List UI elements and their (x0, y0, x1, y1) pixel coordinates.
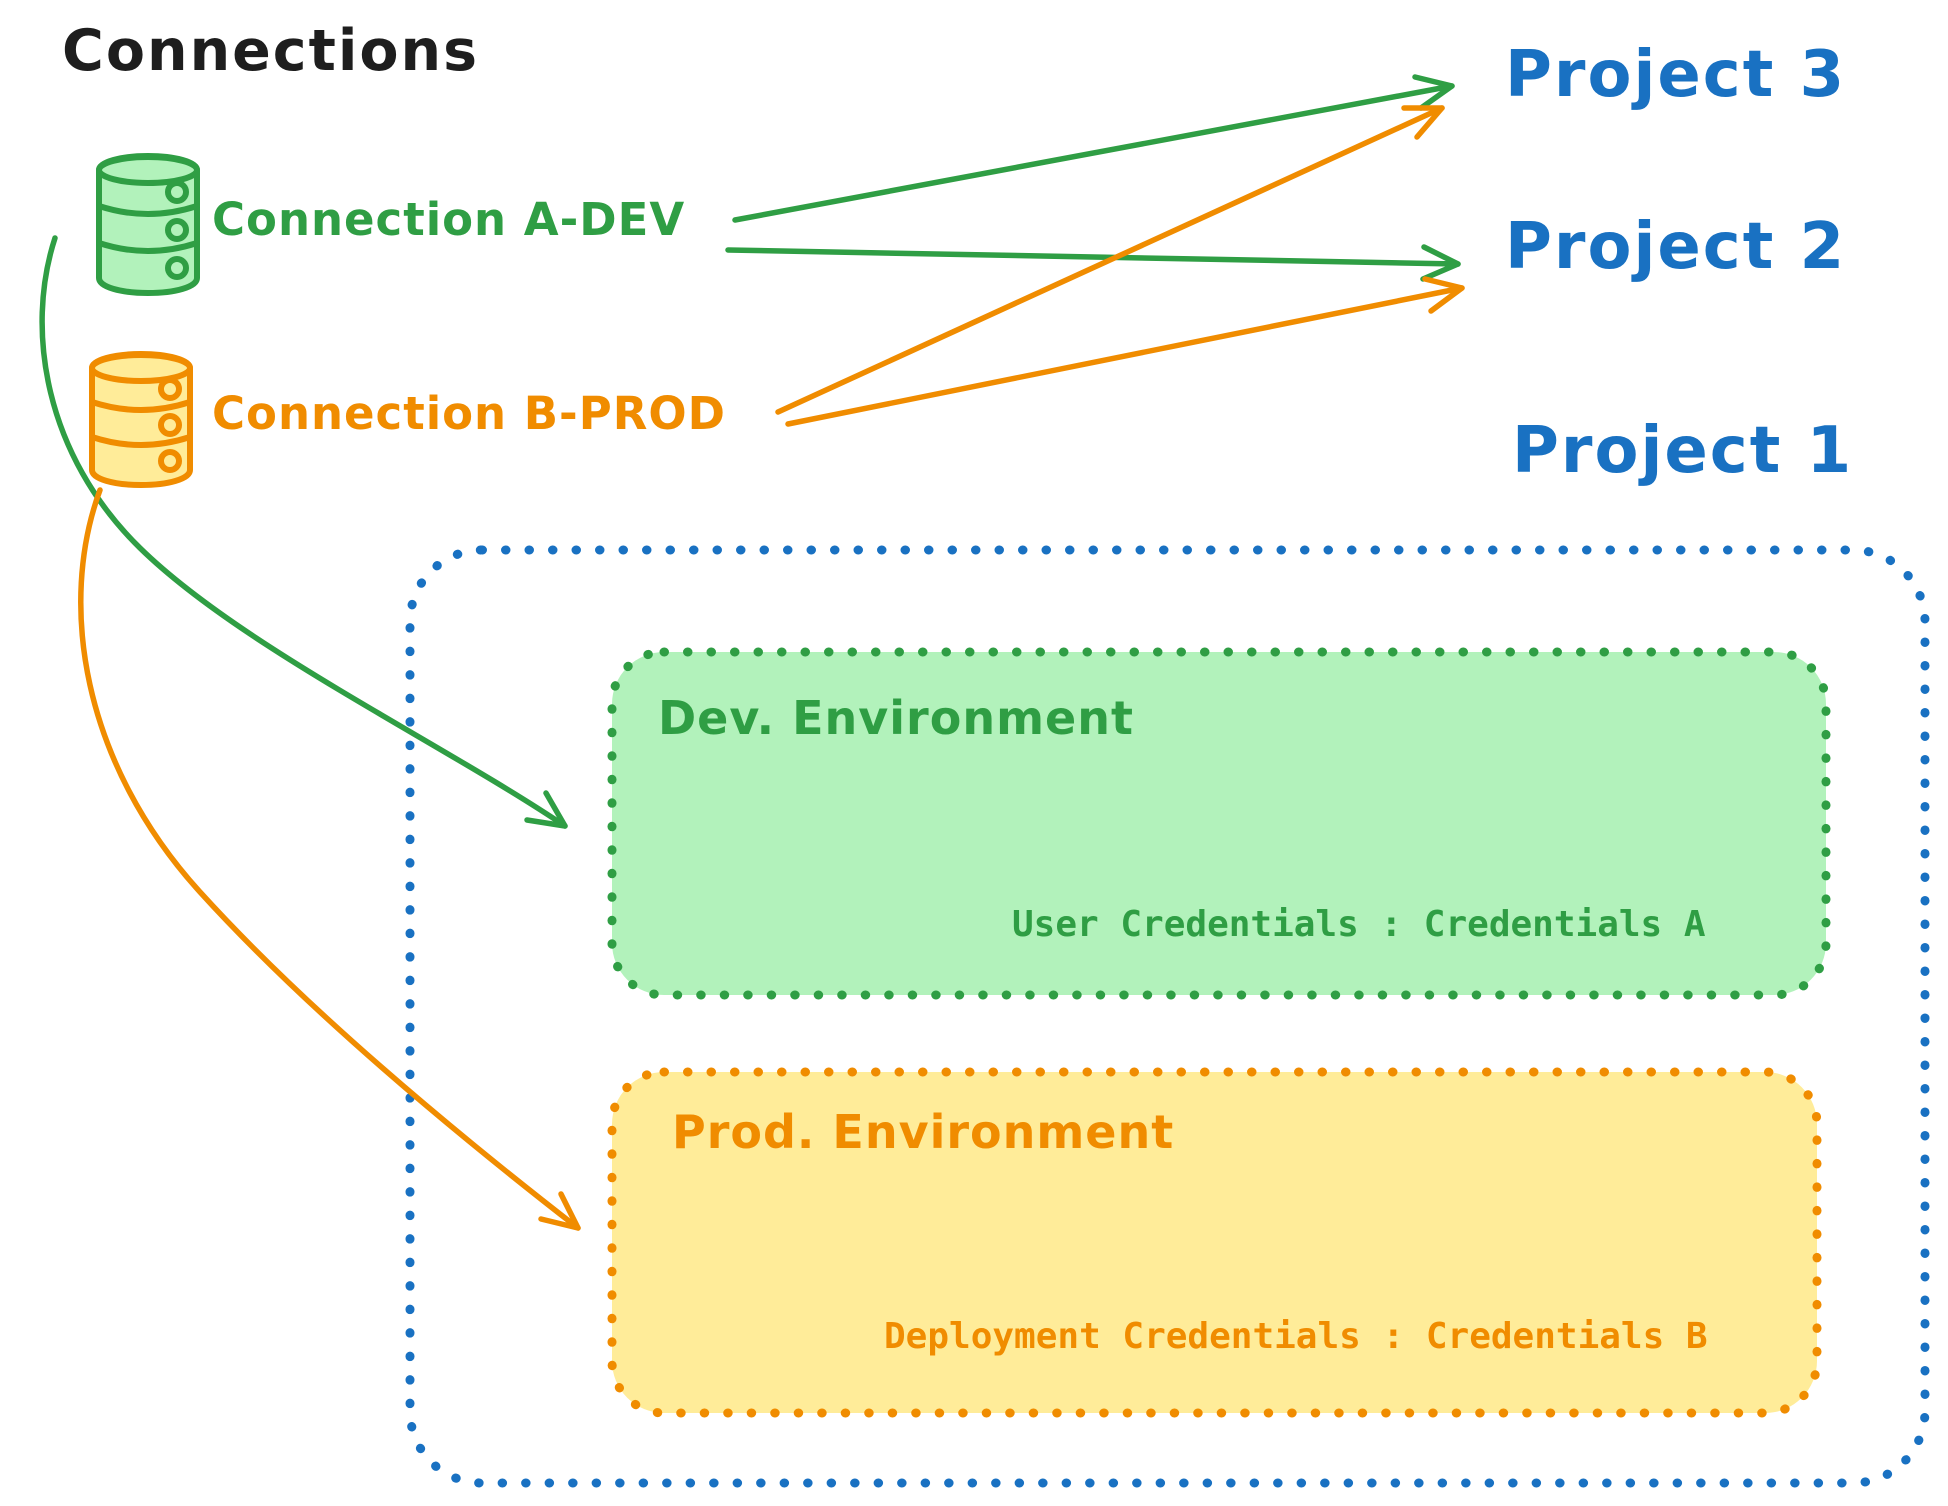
arrow-b-prod-to-project-3 (775, 105, 1445, 415)
prod-environment-box (607, 1067, 1822, 1418)
project-1-label: Project 1 (1512, 414, 1854, 488)
connection-a-dev-label: Connection A-DEV (212, 193, 686, 246)
dev-environment-title: Dev. Environment (658, 691, 1134, 745)
arrow-a-dev-to-project-2 (725, 244, 1461, 282)
dev-environment-box (607, 647, 1831, 1000)
database-icon-orange (89, 351, 193, 488)
project-3-label: Project 3 (1505, 38, 1847, 112)
dev-environment-border (607, 647, 1831, 1000)
arrow-a-dev-to-dev-environment (39, 235, 568, 829)
diagram-title: Connections (62, 18, 480, 84)
connection-b-prod-label: Connection B-PROD (212, 387, 726, 440)
database-icon-green (96, 153, 200, 296)
arrow-b-prod-to-project-2 (785, 276, 1465, 427)
prod-environment-title: Prod. Environment (672, 1105, 1175, 1159)
project1-box-border (405, 545, 1930, 1488)
arrow-a-dev-to-project-3 (732, 74, 1455, 223)
arrow-b-prod-to-prod-environment (78, 487, 581, 1231)
prod-environment-credentials: Deployment Credentials : Credentials B (884, 1316, 1708, 1357)
dev-environment-credentials: User Credentials : Credentials A (1012, 904, 1706, 945)
project-2-label: Project 2 (1505, 210, 1847, 284)
